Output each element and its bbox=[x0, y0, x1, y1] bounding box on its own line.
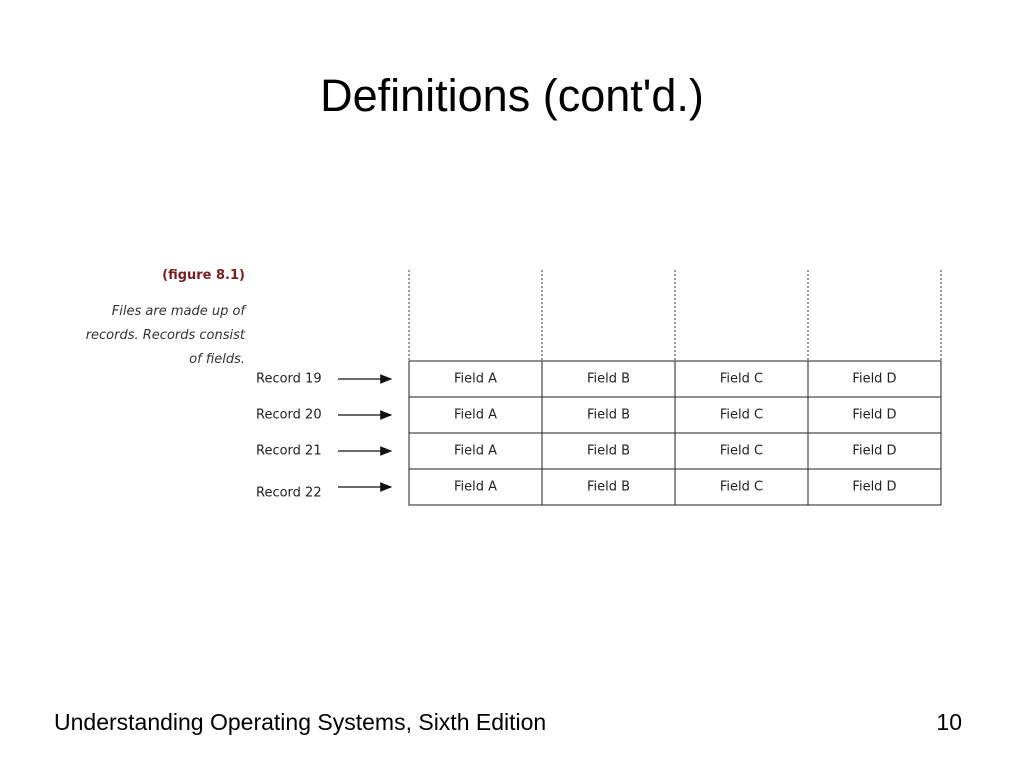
field-cell-label: Field B bbox=[587, 444, 630, 459]
field-cell-label: Field D bbox=[852, 408, 896, 423]
field-cell-label: Field B bbox=[587, 372, 630, 387]
figure-caption-line: records. Records consist bbox=[85, 328, 245, 343]
slide-title: Definitions (cont'd.) bbox=[320, 70, 704, 121]
record-label: Record 19 bbox=[256, 372, 322, 387]
footer-text: Understanding Operating Systems, Sixth E… bbox=[54, 709, 547, 735]
field-cell-label: Field A bbox=[454, 480, 497, 495]
figure-label: (figure 8.1) bbox=[162, 268, 245, 283]
records-diagram: Record 19 Field A Field B Field C Field D Rec… bbox=[250, 270, 950, 510]
field-cell-label: Field C bbox=[720, 480, 763, 495]
record-label: Record 20 bbox=[256, 408, 322, 423]
field-cell-label: Field C bbox=[720, 408, 763, 423]
field-cell-label: Field D bbox=[852, 444, 896, 459]
field-cell-label: Field A bbox=[454, 444, 497, 459]
record-label: Record 21 bbox=[256, 444, 322, 459]
field-cell-label: Field B bbox=[587, 408, 630, 423]
field-cell-label: Field C bbox=[720, 372, 763, 387]
field-cell-label: Field C bbox=[720, 444, 763, 459]
field-cell-label: Field B bbox=[587, 480, 630, 495]
field-cell-label: Field D bbox=[852, 480, 896, 495]
figure-caption: Files are made up of records. Records co… bbox=[60, 300, 245, 372]
records-diagram-svg: Record 19 Field A Field B Field C Field D Rec… bbox=[256, 270, 942, 506]
field-cell-label: Field A bbox=[454, 408, 497, 423]
figure-caption-line: of fields. bbox=[189, 352, 245, 367]
record-label: Record 22 bbox=[256, 486, 322, 501]
field-cell-label: Field A bbox=[454, 372, 497, 387]
field-cell-label: Field D bbox=[852, 372, 896, 387]
figure-caption-line: Files are made up of bbox=[111, 304, 245, 319]
page-number: 10 bbox=[936, 709, 962, 735]
